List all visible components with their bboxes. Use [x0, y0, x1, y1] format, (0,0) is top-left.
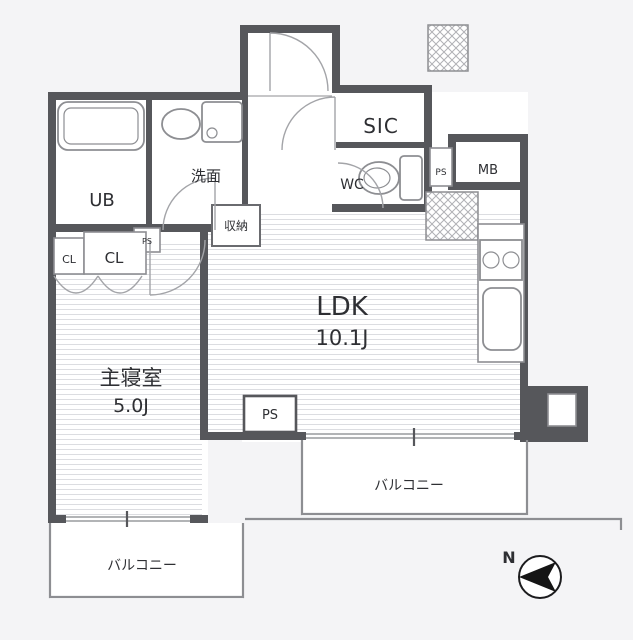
bathtub-inner [63, 107, 139, 145]
toilet-tank [399, 155, 423, 201]
label-ps-mini: PS [142, 237, 152, 246]
entry-door-arc [269, 32, 329, 92]
closet-left-box [53, 237, 85, 275]
shaft-top-right [427, 24, 469, 72]
label-washroom: 洗面 [191, 167, 221, 185]
label-cl-left: CL [62, 253, 77, 266]
wall-mb-right [520, 134, 528, 190]
wall-sic-wc-divider [336, 142, 424, 148]
toilet-seat [363, 167, 391, 189]
wall-entry-left [240, 25, 248, 95]
fixtures [57, 101, 523, 351]
label-mb: MB [478, 163, 498, 178]
storage-box [211, 204, 261, 247]
compass-arrow [519, 562, 556, 592]
hall-door-arc [281, 96, 336, 151]
label-wc: WC [340, 177, 364, 193]
label-north: N [502, 548, 515, 567]
wall-mb-top [448, 134, 528, 142]
label-ldk-size: 10.1J [316, 326, 369, 350]
label-sic: SIC [363, 114, 399, 138]
entry-floor [240, 25, 340, 99]
bathtub [57, 101, 145, 151]
wall-west-outer [48, 92, 56, 523]
wall-northwest-top [48, 92, 248, 100]
ps-top-box [429, 147, 453, 187]
windows [66, 428, 514, 527]
wall-wc-bottom [332, 204, 432, 212]
wall-mb-bottom [448, 182, 528, 190]
stove-burner-right [502, 251, 520, 269]
wall-bedroom-ldk-divider [200, 232, 208, 440]
balconies [48, 440, 623, 599]
stove-burner-left [482, 251, 500, 269]
closet-right-box [83, 231, 147, 275]
wall-entry-top [240, 25, 340, 33]
compass: N [502, 548, 562, 599]
washer-pan [201, 101, 243, 143]
label-cl-right: CL [105, 249, 124, 267]
balcony-east-outline [300, 440, 529, 516]
label-balcony-south: バルコニー [107, 558, 177, 574]
washbasin [161, 108, 201, 140]
label-ub: UB [89, 190, 115, 211]
label-bedroom-size: 5.0J [113, 395, 149, 417]
labels: SIC MB PS WC 洗面 UB PS CL CL 収納 LDK 10.1J… [62, 114, 498, 574]
label-bedroom: 主寝室 [100, 366, 163, 390]
wall-sic-wc-right [424, 85, 432, 212]
stove [479, 239, 523, 281]
washer-drain [206, 127, 218, 139]
wall-ub-washroom-divider [146, 98, 152, 228]
bedroom-flooring [56, 240, 202, 515]
wall-washroom-right [242, 98, 248, 232]
washroom-door-arc [162, 177, 216, 231]
ps-bottom-box [242, 394, 298, 434]
door-arcs [53, 32, 384, 296]
kitchen-sink [482, 287, 522, 351]
label-storage: 収納 [224, 219, 248, 233]
wall-sic-top [332, 85, 432, 93]
ldk-window-gap [306, 432, 514, 440]
wall-entry-right [332, 25, 340, 89]
wc-door-arc [337, 162, 384, 209]
balcony-south-outline [48, 523, 245, 599]
building-edge-line [245, 517, 623, 530]
bedroom-door-arc [149, 239, 206, 296]
label-ps-bottom: PS [262, 408, 278, 423]
label-ps-top: PS [435, 168, 446, 178]
label-balcony-east: バルコニー [374, 478, 444, 494]
label-ldk: LDK [316, 292, 369, 322]
pillar-southeast-duct [547, 393, 577, 427]
balcony-east-floor [302, 438, 528, 516]
closet-door-arcs [53, 275, 143, 294]
shaft-mid-right [425, 191, 479, 241]
balcony-south-floor [50, 523, 243, 599]
